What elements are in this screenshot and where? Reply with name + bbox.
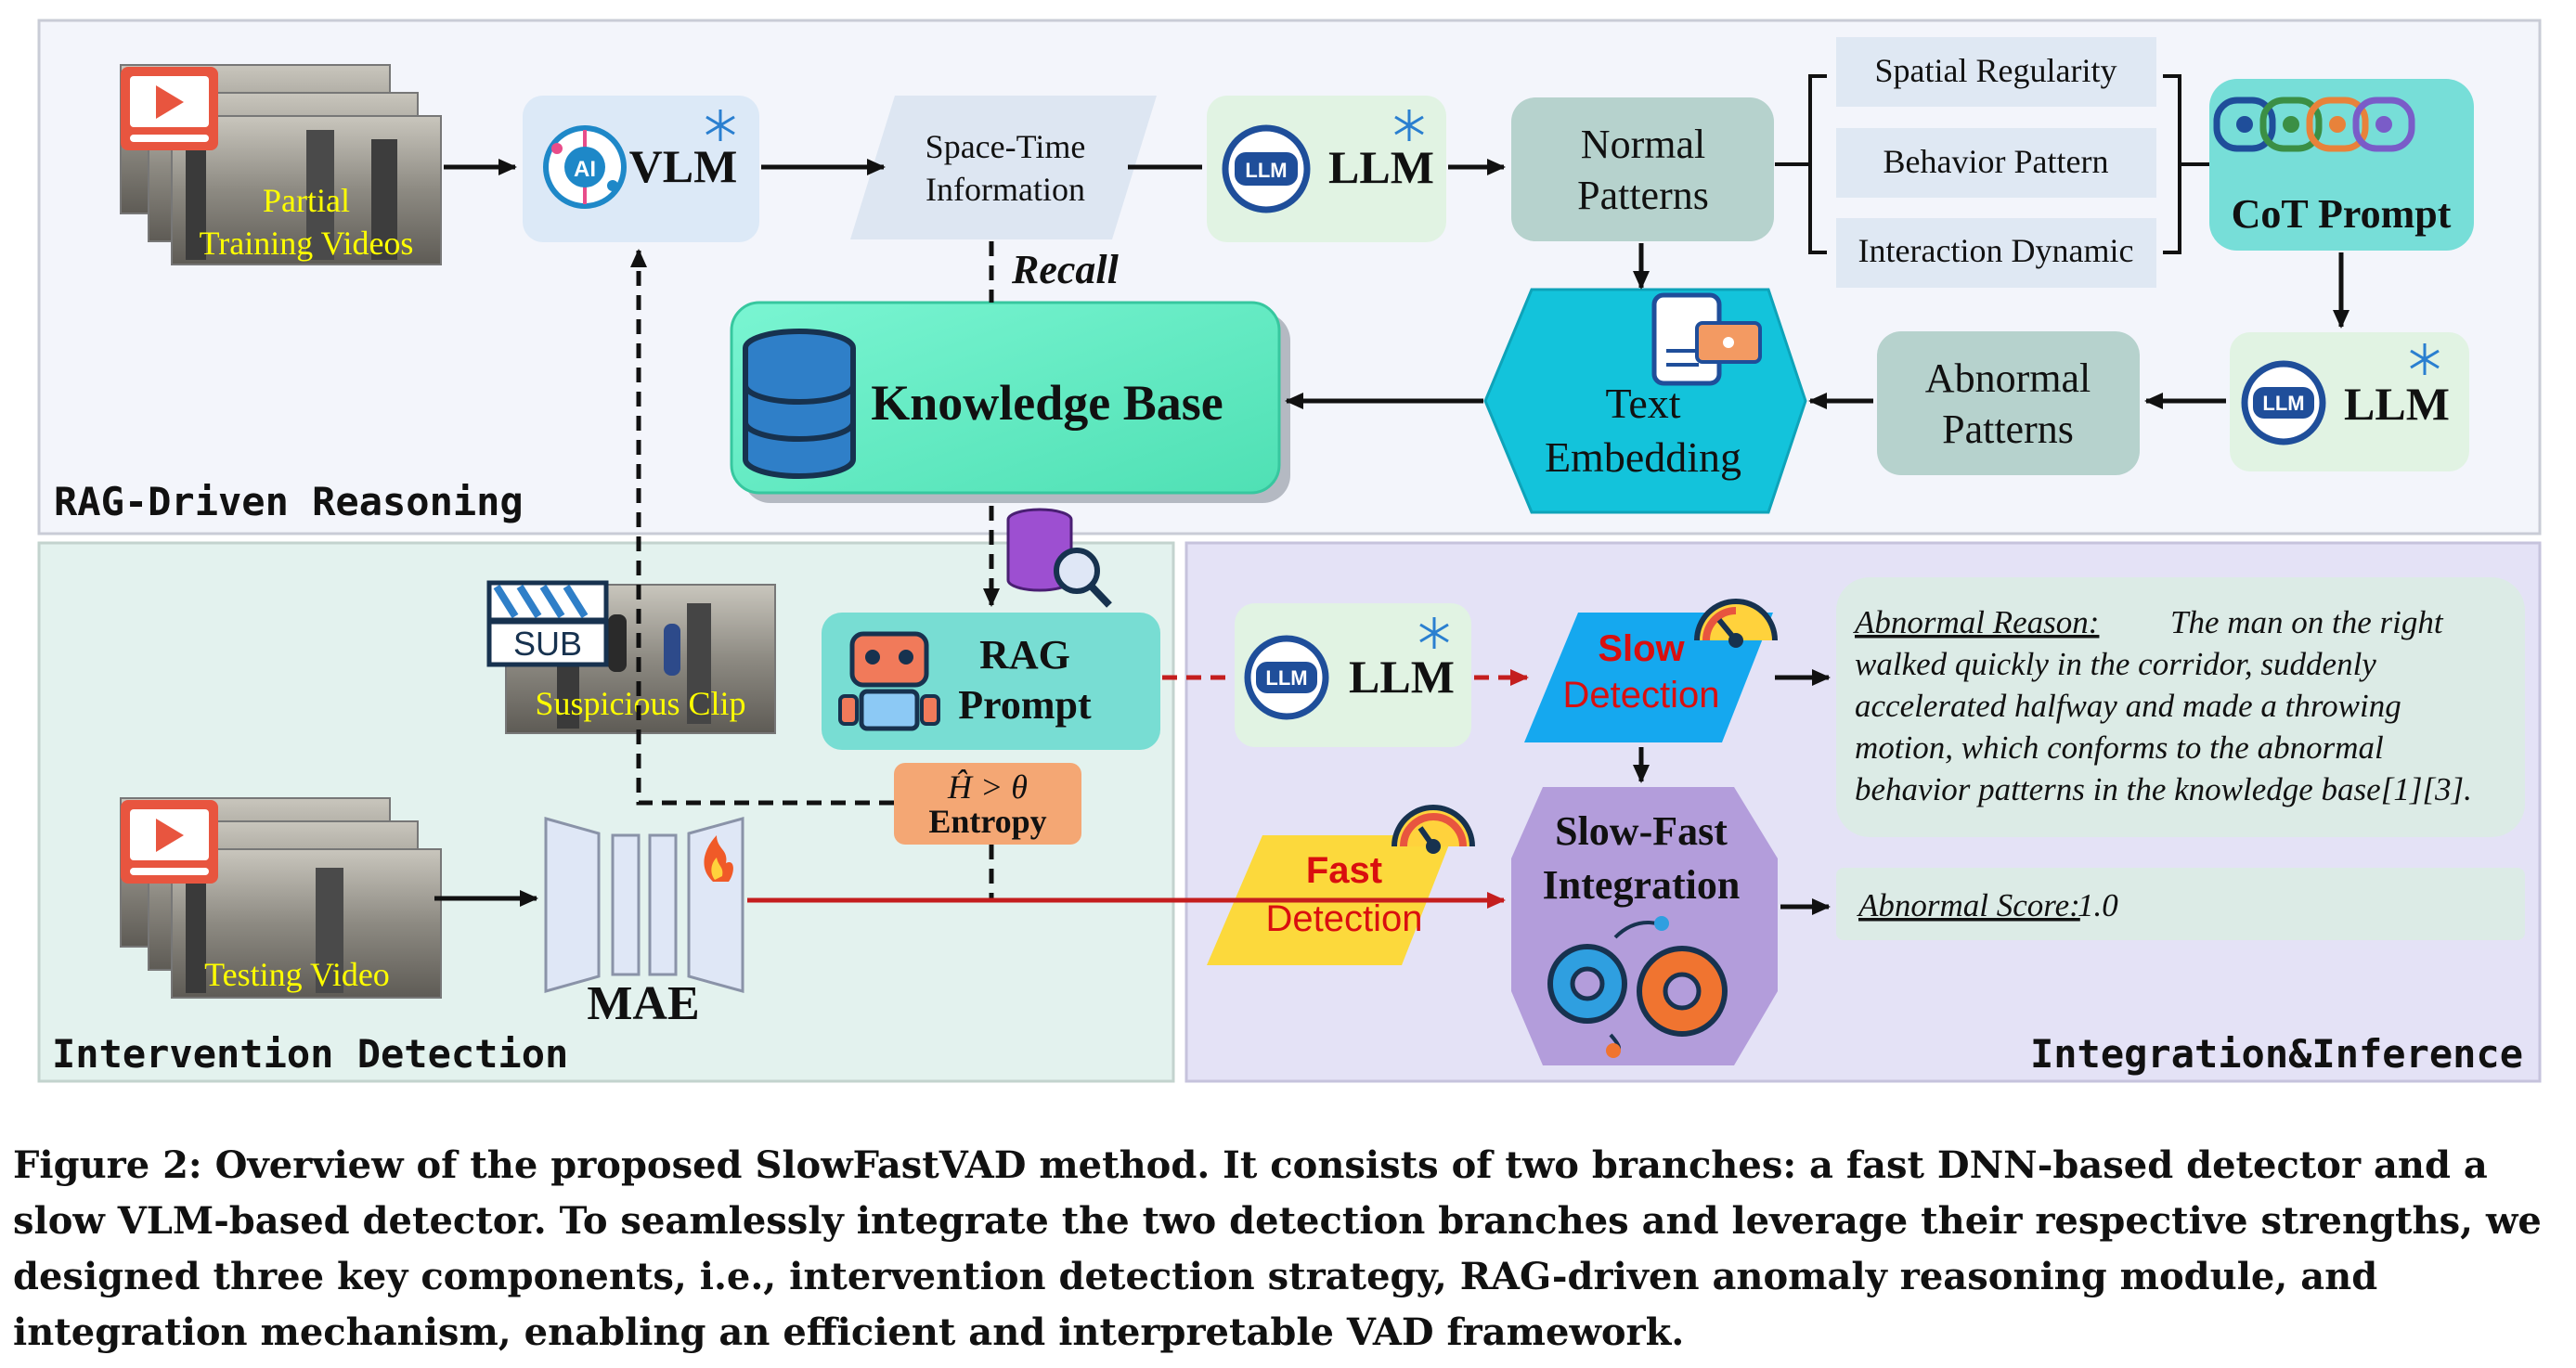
abnormal-patterns-label-2: Patterns: [1942, 407, 2074, 452]
rag-prompt-label-2: Prompt: [958, 682, 1092, 728]
interaction-dynamic-label: Interaction Dynamic: [1858, 232, 2134, 269]
left-bracket: [1775, 74, 1827, 254]
llm-label-middle: LLM: [1349, 651, 1455, 703]
abnormal-patterns-label-1: Abnormal: [1925, 355, 2091, 401]
ai-badge-text: AI: [574, 157, 596, 182]
abnormal-patterns-node: Abnormal Patterns: [1877, 331, 2140, 475]
abnormal-reason-line-2: walked quickly in the corridor, suddenly: [1855, 646, 2376, 682]
entropy-node: Ĥ > θ Entropy: [894, 763, 1081, 845]
llm-label-top: LLM: [1328, 141, 1434, 193]
snowflake-icon: [2410, 343, 2440, 375]
spatial-regularity-label: Spatial Regularity: [1875, 52, 2117, 89]
video-play-icon: [121, 67, 218, 150]
video-play-icon: [121, 800, 218, 884]
llm-node-middle: LLM LLM: [1235, 603, 1471, 747]
arrows: [434, 159, 2349, 915]
text-embedding-label-2: Embedding: [1545, 433, 1741, 481]
knowledge-base-node: Knowledge Base: [730, 301, 1290, 503]
integration-section-label: Integration&Inference: [2030, 1031, 2523, 1077]
normal-patterns-node: Normal Patterns: [1511, 97, 1774, 241]
abnormal-score-box: Abnormal Score: 1.0: [1836, 868, 2525, 940]
space-time-label-2: Information: [926, 171, 1085, 208]
robot-icon: [838, 631, 940, 731]
partial-training-videos: Partial Training Videos: [120, 64, 442, 265]
space-time-label-1: Space-Time: [926, 128, 1086, 165]
chain-icons: [2213, 97, 2415, 152]
partial-video-label-2: Training Videos: [200, 225, 414, 262]
rag-section-label: RAG-Driven Reasoning: [54, 479, 524, 524]
abnormal-reason-line-4: motion, which conforms to the abnormal: [1855, 729, 2384, 766]
llm-node-top: LLM LLM: [1207, 96, 1446, 242]
abnormal-reason-box: Abnormal Reason: The man on the right wa…: [1836, 577, 2525, 837]
database-icon: [743, 329, 856, 479]
recall-label: Recall: [1011, 247, 1120, 292]
intervention-section-label: Intervention Detection: [52, 1031, 568, 1077]
llm-robot-icon: LLM: [1244, 635, 1329, 720]
red-arrows: [747, 669, 1529, 909]
sub-icon-label: SUB: [513, 625, 582, 663]
pattern-categories: Spatial Regularity Behavior Pattern Inte…: [1775, 37, 2209, 288]
gears-icon: [1547, 916, 1728, 1058]
testing-video: Testing Video: [120, 797, 442, 999]
document-embedding-icon: [1651, 292, 1762, 386]
entropy-label: Entropy: [928, 803, 1046, 840]
abnormal-reason-line-1: The man on the right: [2170, 604, 2444, 640]
mae-node: MAE: [544, 817, 744, 1030]
fast-detection-label-2: Detection: [1266, 898, 1423, 939]
rag-prompt-node: RAG Prompt: [822, 613, 1160, 750]
text-embedding-label-1: Text: [1605, 380, 1680, 427]
slow-detection-node: Slow Detection: [1524, 599, 1778, 742]
llm-node-right: LLM LLM: [2230, 332, 2469, 471]
speedometer-icon: [1392, 805, 1475, 854]
llm-badge-right: LLM: [2262, 392, 2304, 415]
subtitle-icon: SUB: [486, 580, 609, 667]
cot-prompt-node: CoT Prompt: [2209, 79, 2474, 251]
figure-caption: Figure 2: Overview of the proposed SlowF…: [13, 1143, 2542, 1354]
text-embedding-node: Text Embedding: [1483, 288, 1807, 514]
abnormal-score-value: 1.0: [2078, 887, 2118, 923]
cot-prompt-label: CoT Prompt: [2232, 191, 2452, 237]
brain-ai-icon: AI: [543, 125, 627, 209]
snowflake-icon: [1394, 110, 1424, 141]
speedometer-icon: [1694, 599, 1778, 648]
partial-video-label-1: Partial: [263, 182, 350, 219]
fast-detection-label-1: Fast: [1306, 850, 1382, 891]
abnormal-reason-line-3: accelerated halfway and made a throwing: [1855, 688, 2401, 724]
rag-prompt-label-1: RAG: [979, 632, 1070, 678]
slow-detection-label-1: Slow: [1598, 628, 1685, 669]
vlm-node: AI VLM: [523, 96, 759, 242]
llm-badge-middle: LLM: [1265, 666, 1307, 690]
mae-label: MAE: [587, 977, 699, 1030]
testing-video-label: Testing Video: [204, 956, 390, 993]
dashed-arrows: [630, 241, 1000, 898]
abnormal-reason-label: Abnormal Reason:: [1853, 604, 2099, 640]
snowflake-icon: [705, 110, 735, 141]
slow-detection-label-2: Detection: [1563, 675, 1720, 716]
snowflake-icon: [1419, 617, 1449, 649]
normal-patterns-label-1: Normal: [1581, 122, 1705, 167]
normal-patterns-label-2: Patterns: [1577, 173, 1709, 218]
vlm-label: VLM: [629, 140, 738, 192]
right-bracket: [2163, 74, 2209, 254]
llm-label-right: LLM: [2344, 378, 2450, 430]
abnormal-score-label: Abnormal Score:: [1857, 887, 2080, 923]
abnormal-reason-line-5: behavior patterns in the knowledge base[…: [1855, 771, 2472, 807]
fire-icon: [704, 835, 733, 882]
database-search-icon: [1006, 508, 1112, 608]
behavior-pattern-label: Behavior Pattern: [1883, 143, 2109, 180]
llm-robot-icon: LLM: [1222, 124, 1311, 213]
slow-fast-label-2: Integration: [1543, 862, 1741, 908]
llm-badge-top: LLM: [1245, 159, 1287, 182]
suspicious-clip: SUB Suspicious Clip: [486, 580, 776, 734]
llm-robot-icon: LLM: [2241, 360, 2326, 445]
slow-fast-label-1: Slow-Fast: [1555, 808, 1728, 854]
slow-fast-integration-node: Slow-Fast Integration: [1511, 787, 1778, 1065]
knowledge-base-label: Knowledge Base: [871, 375, 1223, 431]
entropy-formula: Ĥ > θ: [947, 768, 1028, 806]
space-time-node: Space-Time Information: [850, 96, 1157, 239]
